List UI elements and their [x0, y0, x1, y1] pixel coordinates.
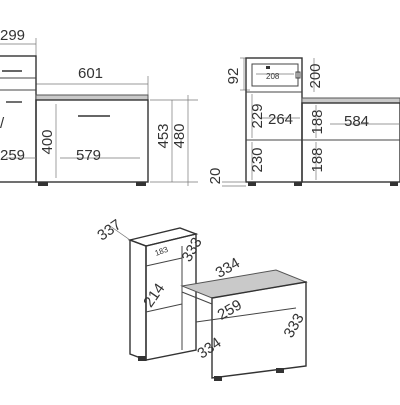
iso-shelf-1: [145, 303, 183, 313]
side-view: 92 208 200 229 264 188 584 230: [207, 57, 400, 187]
dim-label-214: 214: [140, 280, 168, 310]
front-bench-body: [35, 99, 149, 183]
dim-label-259: 259: [0, 147, 25, 164]
iso-cabinet-front: [145, 233, 197, 361]
iso-bench-front: [211, 281, 307, 379]
dim-label-334-bottom: 334: [194, 334, 224, 362]
dim-label-400: 400: [39, 129, 56, 154]
side-foot-3: [390, 182, 398, 186]
dim-label-208: 208: [266, 72, 280, 81]
side-bench-body: [301, 102, 400, 183]
dim-label-264: 264: [268, 111, 293, 128]
side-bench-cushion: [301, 97, 400, 104]
iso-view: 337 333 183 334 214 259 333 334: [94, 216, 308, 381]
dim-label-453: 453: [155, 123, 172, 148]
dim-label-229: 229: [249, 103, 266, 128]
dim-label-333-right: 333: [280, 311, 307, 341]
dim-label-299: 299: [0, 27, 25, 44]
dim-label-333-top: 333: [178, 235, 205, 265]
drawer-latch-icon: [266, 66, 270, 69]
dim-label-601: 601: [78, 65, 103, 82]
iso-bench-shelf: [195, 307, 297, 323]
front-foot-right: [136, 182, 146, 186]
side-drawer-box: [251, 63, 299, 87]
front-bench-cushion: [35, 94, 149, 101]
iso-foot-3: [276, 368, 284, 373]
dim-label-480: 480: [171, 123, 188, 148]
iso-bench-side-top: [181, 291, 213, 305]
dim-label-579: 579: [76, 147, 101, 164]
dim-label-92: 92: [225, 68, 242, 85]
dim-label-partial: /: [0, 115, 5, 132]
iso-foot-2: [214, 376, 222, 381]
side-foot-2: [294, 182, 302, 186]
side-foot-1: [248, 182, 256, 186]
front-view: 299 601 400 259 579 / 453 480: [0, 27, 198, 186]
iso-foot-1: [138, 356, 146, 361]
dim-line-337: [109, 225, 131, 241]
dim-label-188-top: 188: [309, 109, 326, 134]
iso-drawer-line: [145, 257, 183, 267]
dim-label-259-iso: 259: [215, 296, 245, 323]
front-foot-left: [38, 182, 48, 186]
dim-label-230: 230: [249, 147, 266, 172]
iso-bench-cushion: [180, 269, 308, 299]
dim-label-188-bottom: 188: [309, 147, 326, 172]
dim-label-584: 584: [344, 113, 369, 130]
dim-label-337: 337: [94, 216, 124, 244]
dim-label-200: 200: [307, 63, 324, 88]
dim-label-20: 20: [207, 168, 224, 185]
drawer-hinge-icon: [295, 71, 301, 79]
dim-label-183: 183: [154, 245, 170, 258]
